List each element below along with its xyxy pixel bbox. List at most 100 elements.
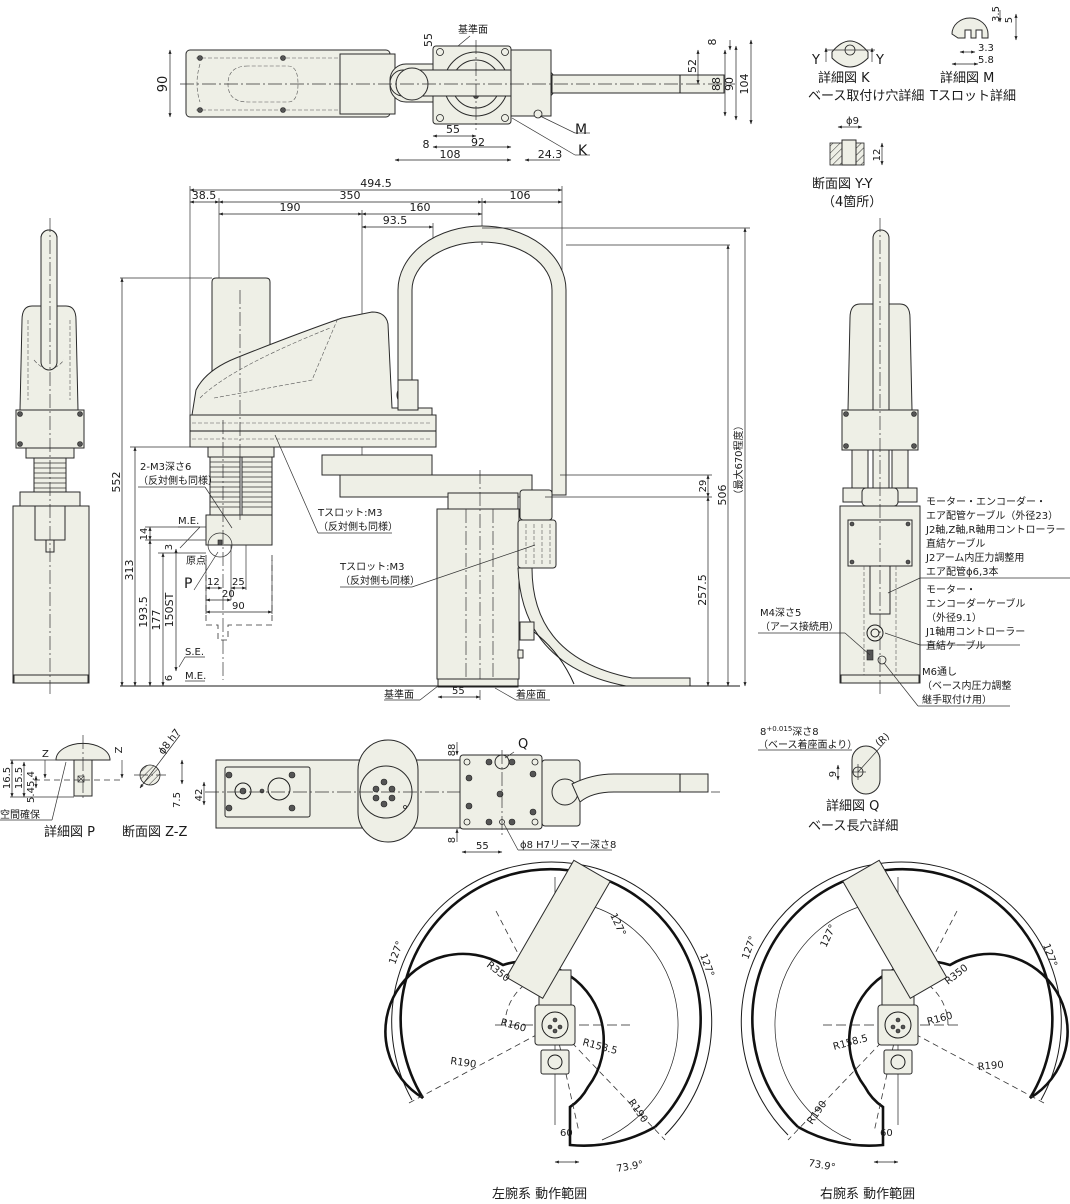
- dim-20: 20: [222, 589, 235, 600]
- dim-42: 42: [194, 789, 205, 802]
- svg-text:（アース接続用）: （アース接続用）: [760, 620, 839, 633]
- svg-text:モーター・: モーター・: [926, 584, 976, 596]
- dim-160: 160: [410, 201, 431, 214]
- dim-193-5: 193.5: [137, 596, 150, 628]
- left-side-view: [12, 218, 90, 695]
- dim-5: 5: [1004, 17, 1015, 23]
- dim-90: 90: [723, 77, 736, 91]
- svg-text:直結ケーブル: 直結ケーブル: [926, 537, 985, 550]
- detail-k-y-right: Y: [875, 53, 884, 68]
- dim-92: 92: [471, 136, 485, 149]
- dim-top-90: 90: [156, 76, 171, 93]
- dim-106: 106: [510, 189, 531, 202]
- left-operating-range: [384, 859, 713, 1164]
- front-lower-cable: [517, 567, 691, 687]
- note-m3-tapped: 2-M3深さ6: [140, 461, 191, 473]
- note-reamer: ϕ8 H7リーマー深さ8: [520, 839, 616, 851]
- note-space: 空間確保: [0, 808, 40, 821]
- dim-5-8: 5.8: [978, 55, 994, 66]
- dim-190: 190: [280, 201, 301, 214]
- dim-670-max: （最大670程度）: [732, 420, 745, 499]
- dim-25: 25: [232, 577, 245, 588]
- front-view: 494.5 38.5 350 106 190 160 93.5: [110, 177, 750, 701]
- dim-88: 88: [710, 77, 723, 91]
- bottom-view: 42 Q 88 8 55 ϕ8 H7リーマー深さ8: [194, 737, 720, 854]
- dim-3-3: 3.3: [978, 43, 994, 54]
- right-angle-2: 127°: [819, 923, 839, 949]
- svg-text:モーター・エンコーダー・: モーター・エンコーダー・: [926, 495, 1046, 508]
- left-r158-5: R158.5: [581, 1037, 618, 1057]
- svg-text:（外径9.1）: （外径9.1）: [926, 611, 982, 624]
- dim-3-5: 3.5: [991, 6, 1002, 22]
- dim-93-5: 93.5: [383, 214, 408, 227]
- dim-257-5: 257.5: [696, 574, 709, 606]
- note-me-bottom: M.E.: [185, 671, 206, 682]
- section-zz-title: 断面図 Z-Z: [122, 825, 188, 840]
- right-r350: R350: [943, 963, 970, 988]
- left-angle-3: 127°: [697, 952, 716, 978]
- note-cable1: モーター・エンコーダー・ エア配管ケーブル（外径23） J2軸,Z軸,R軸用コン…: [887, 495, 1070, 594]
- right-r190a: R190: [977, 1060, 1004, 1073]
- dim-8-bottom: 8: [447, 837, 458, 843]
- note-m6: M6通し （ベース内圧力調整 継手取付け用）: [883, 662, 1012, 707]
- svg-text:直結ケーブル: 直結ケーブル: [926, 639, 985, 652]
- dim-494-5: 494.5: [360, 177, 392, 190]
- detail-q-tolerance: 8+0.015深さ8: [760, 725, 819, 738]
- front-arm2-cover: [191, 311, 433, 416]
- left-r160: R160: [499, 1017, 527, 1034]
- right-d60: 60: [880, 1128, 893, 1139]
- svg-text:エア配管ケーブル（外径23）: エア配管ケーブル（外径23）: [926, 509, 1058, 522]
- dim-24-3: 24.3: [538, 148, 563, 161]
- detail-q: 8+0.015深さ8 （ベース着座面より） (R) 9 詳細図 Q ベース長穴詳…: [758, 725, 898, 834]
- dim-52: 52: [686, 59, 699, 73]
- front-arm1: [321, 454, 433, 476]
- dim-150st: 150ST: [163, 592, 176, 627]
- right-range-title: 右腕系 動作範囲: [820, 1186, 915, 1202]
- dim-5-4a: 5.4: [26, 771, 37, 787]
- svg-text:エンコーダーケーブル: エンコーダーケーブル: [926, 597, 1025, 610]
- front-cable-arch: [397, 225, 567, 496]
- note-ref-surface: 基準面: [384, 688, 414, 701]
- dim-55-bottom: 55: [476, 841, 489, 852]
- svg-text:エア配管ϕ6,3本: エア配管ϕ6,3本: [926, 565, 999, 578]
- dim-55-vert: 55: [422, 33, 435, 47]
- detail-m: 3.5 5 3.3 5.8 詳細図 M Tスロット詳細: [929, 6, 1018, 104]
- note-tslot-1b: （反対側も同様）: [318, 520, 398, 533]
- right-angle-1: 127°: [740, 935, 759, 961]
- svg-text:継手取付け用）: 継手取付け用）: [922, 693, 992, 706]
- dim-552: 552: [110, 472, 123, 493]
- front-base: [436, 508, 520, 680]
- svg-text:M6通し: M6通し: [922, 666, 957, 678]
- section-yy-title: 断面図 Y-Y: [812, 177, 873, 192]
- detail-p-title: 詳細図 P: [44, 824, 95, 840]
- dim-phi9: ϕ9: [846, 116, 859, 127]
- note-me-top: M.E.: [178, 516, 199, 527]
- note-p-label: P: [184, 576, 192, 592]
- top-view: 90 基準面 55 55 8 92 108 24.3 M K 8 52 88 9…: [156, 23, 753, 162]
- left-d60: 60: [560, 1128, 573, 1139]
- note-seat-surface: 着座面: [516, 688, 546, 701]
- dim-313: 313: [123, 560, 136, 581]
- detail-k-y-left: Y: [811, 53, 820, 68]
- detail-k: Y Y 詳細図 K ベース取付け穴詳細: [808, 40, 924, 104]
- dim-5-4b: 5.4: [26, 787, 37, 803]
- dim-104: 104: [738, 74, 751, 95]
- left-angle-2: 127°: [607, 912, 627, 938]
- dim-177: 177: [150, 610, 163, 631]
- left-r190a: R190: [450, 1056, 477, 1071]
- detail-q-note: （ベース着座面より）: [758, 738, 857, 751]
- dim-7-5: 7.5: [172, 792, 183, 808]
- dim-8-top: 8: [706, 39, 719, 46]
- note-se: S.E.: [185, 647, 204, 658]
- detail-m-subtitle: Tスロット詳細: [929, 88, 1016, 104]
- dim-6: 6: [164, 675, 175, 681]
- dim-55: 55: [446, 123, 460, 136]
- top-ref-surface: 基準面: [458, 23, 488, 36]
- left-r190b: R190: [626, 1097, 650, 1125]
- note-m4: M4深さ5 （アース接続用）: [758, 607, 871, 656]
- dim-15-5: 15.5: [14, 767, 25, 789]
- detail-m-title: 詳細図 M: [940, 70, 994, 86]
- left-range-title: 左腕系 動作範囲: [492, 1186, 587, 1202]
- detail-p: Z Z 16.5 15.5 5.4 5.4 空間確保 詳細図 P: [0, 735, 125, 840]
- dim-38-5: 38.5: [192, 189, 217, 202]
